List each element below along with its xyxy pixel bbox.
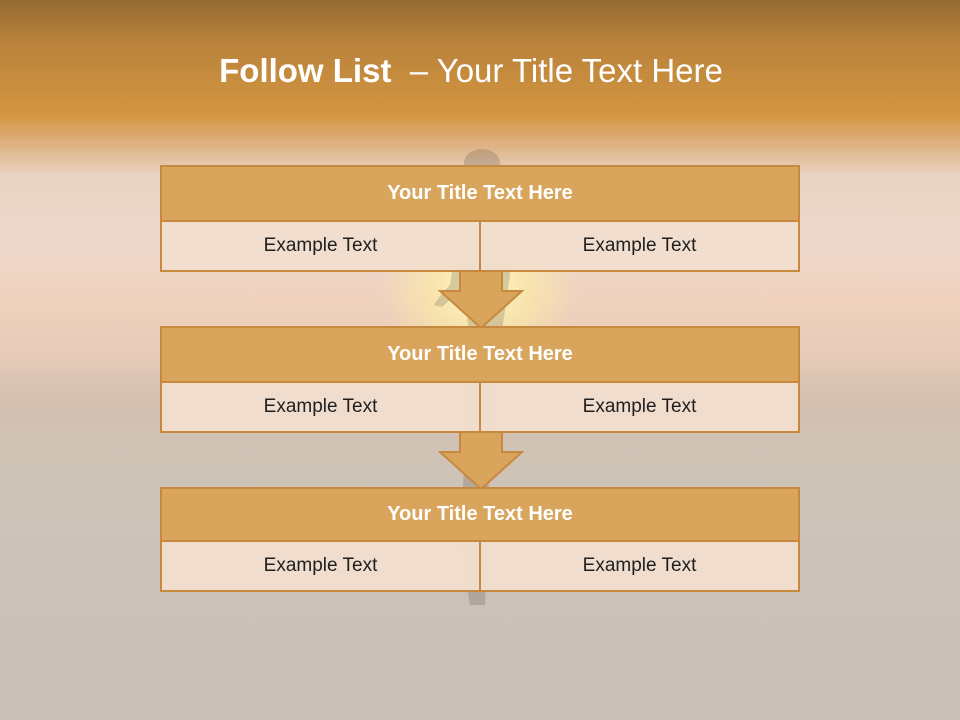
block-cell-right: Example Text	[479, 383, 800, 433]
block-title: Your Title Text Here	[160, 326, 800, 383]
block-cell-left: Example Text	[160, 222, 481, 272]
down-arrow-icon	[438, 431, 524, 491]
down-arrow-icon	[438, 270, 524, 330]
block-cell-right: Example Text	[479, 222, 800, 272]
slide-title: Follow List – Your Title Text Here	[0, 52, 942, 90]
title-bold-part: Follow List	[219, 52, 392, 89]
block-cell-right: Example Text	[479, 542, 800, 592]
block-cell-left: Example Text	[160, 542, 481, 592]
block-title: Your Title Text Here	[160, 165, 800, 222]
block-cell-left: Example Text	[160, 383, 481, 433]
title-rest-part: – Your Title Text Here	[391, 52, 723, 89]
block-title: Your Title Text Here	[160, 487, 800, 542]
